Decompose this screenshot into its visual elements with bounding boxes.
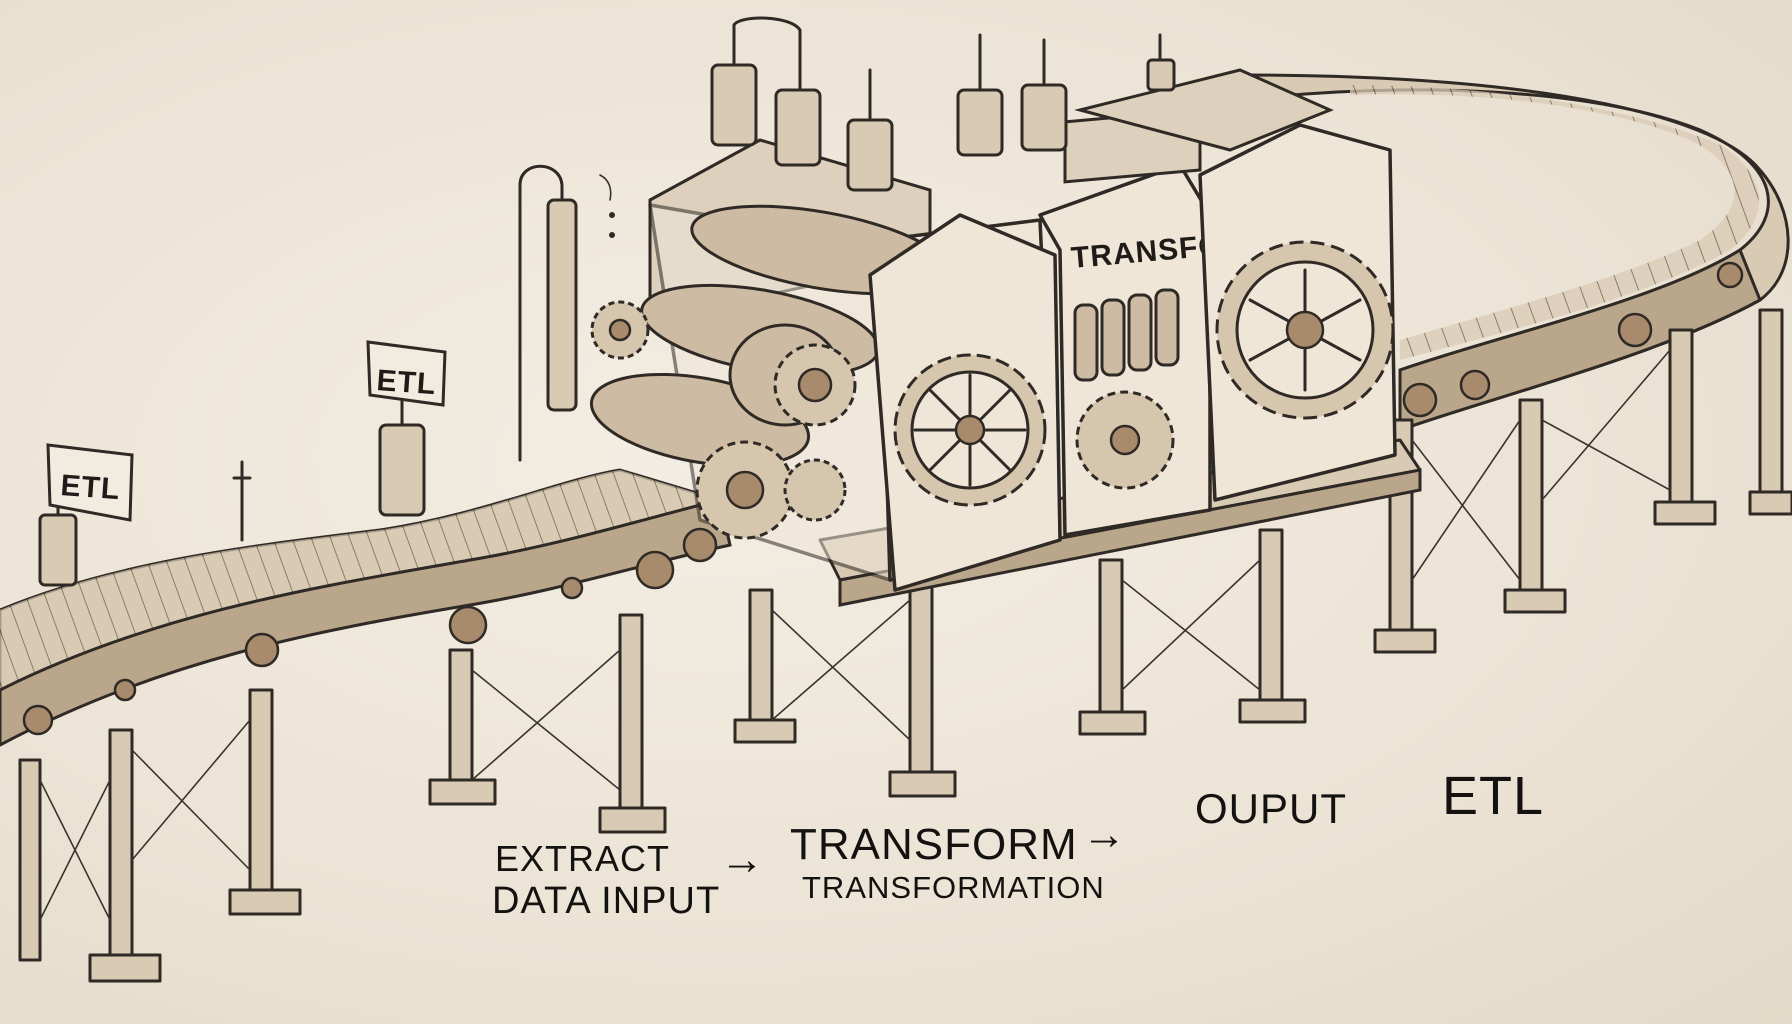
conveyor-right [1238, 73, 1790, 433]
left-etl-sign-text: ETL [60, 469, 122, 506]
caption-output: OUPUT [1195, 785, 1347, 832]
output-box [1074, 68, 1397, 502]
caption-extract: EXTRACT [495, 838, 671, 879]
transform-panel: TRANSFORM [1038, 108, 1273, 537]
trestle-legs [18, 308, 1792, 983]
top-canisters [710, 16, 1176, 192]
caption-data-input: DATA INPUT [492, 880, 721, 922]
conveyor-left [0, 468, 732, 747]
side-pipe [518, 164, 615, 462]
middle-etl-sign-text: ETL [376, 364, 438, 401]
caption-etl: ETL [1442, 766, 1545, 826]
arrow-extract-to-transform: → [720, 835, 765, 884]
wheel-panel [868, 213, 1062, 592]
arrow-transform-to-output: → [1082, 810, 1127, 859]
sign-left: ETL [38, 443, 134, 587]
small-post [232, 460, 252, 542]
sign-middle: ETL [366, 340, 447, 517]
caption-transformation: TRANSFORMATION [802, 870, 1105, 905]
caption-transform: TRANSFORM [790, 820, 1078, 869]
